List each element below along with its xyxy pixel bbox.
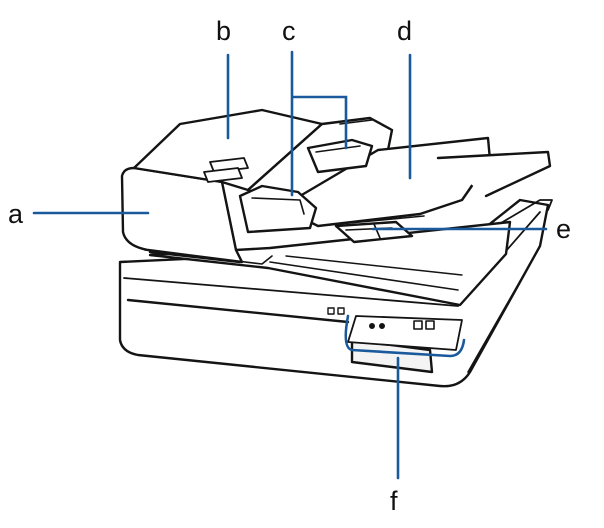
control-panel <box>327 307 463 351</box>
callout-label-c: c <box>282 16 296 46</box>
callout-label-e: e <box>556 214 571 244</box>
callout-line-f <box>344 314 466 480</box>
scanner-illustration <box>118 108 553 388</box>
edge-guides <box>238 138 374 234</box>
paper-stopper <box>334 220 414 244</box>
callout-label-d: d <box>397 16 412 46</box>
callout-label-f: f <box>390 486 398 516</box>
callout-label-b: b <box>216 16 231 46</box>
callout-label-a: a <box>8 199 24 229</box>
adf-cover <box>120 108 324 264</box>
callout-line-c <box>290 50 348 197</box>
callout-lines <box>32 50 548 480</box>
callout-labels: a b c d e f <box>8 16 571 516</box>
